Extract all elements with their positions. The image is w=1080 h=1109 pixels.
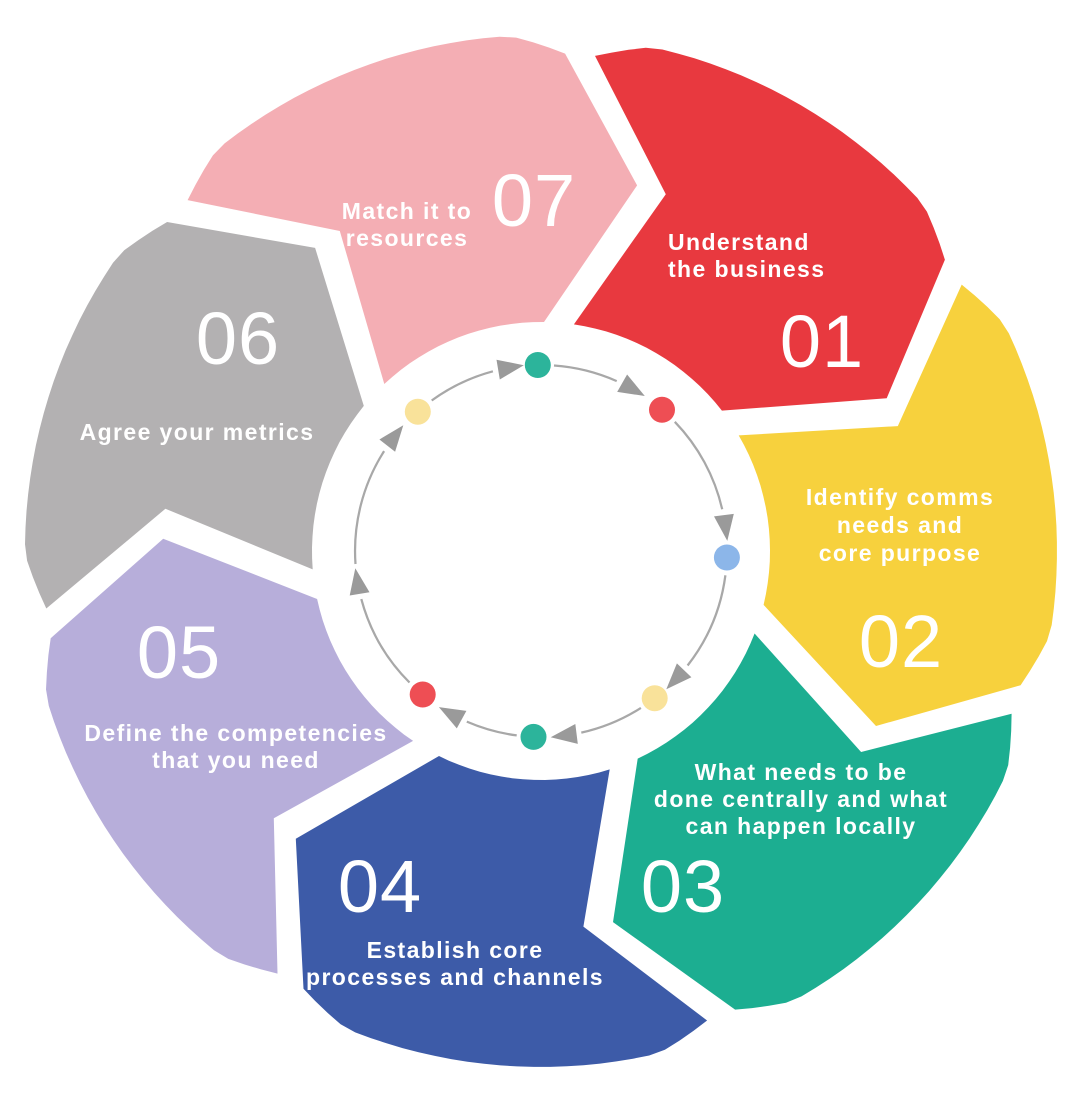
segment-07-number: 07 — [492, 159, 576, 242]
center-cycle-ring — [349, 352, 740, 750]
segment-07-label-line: resources — [346, 225, 469, 251]
ring-arc — [581, 706, 642, 734]
segment-01-label-line: Understand — [668, 229, 810, 255]
segment-07 — [187, 36, 638, 384]
segment-03 — [613, 633, 1012, 1010]
ring-dot — [520, 723, 547, 750]
segment-02 — [738, 284, 1057, 726]
segment-05-label-line: Define the competencies — [84, 720, 387, 746]
segment-04-label-line: Establish core — [367, 937, 544, 963]
segment-05-number: 05 — [137, 611, 221, 694]
segment-06-number: 06 — [196, 297, 280, 380]
segment-03-shape — [613, 633, 1012, 1010]
segments-ring — [25, 36, 1057, 1067]
segment-01 — [573, 47, 945, 411]
segment-05-shape — [46, 538, 414, 974]
ring-dot — [404, 398, 431, 425]
clockwise-arrowhead-icon — [714, 513, 734, 541]
segment-01-label-line: the business — [668, 256, 825, 282]
clockwise-arrowhead-icon — [666, 663, 692, 690]
ring-dot — [713, 544, 740, 571]
segment-02-number: 02 — [859, 600, 943, 683]
clockwise-arrowhead-icon — [379, 425, 404, 452]
ring-arc — [431, 370, 494, 402]
segment-03-label-line: can happen locally — [686, 813, 917, 839]
ring-arc — [553, 364, 618, 383]
ring-dot — [409, 681, 436, 708]
clockwise-arrowhead-icon — [349, 568, 370, 596]
clockwise-arrowhead-icon — [438, 707, 467, 729]
segment-03-label-line: done centrally and what — [654, 786, 948, 812]
ring-arc — [360, 598, 411, 684]
segment-04-shape — [295, 756, 708, 1067]
clockwise-arrowhead-icon — [550, 724, 578, 744]
segment-02-label-line: Identify comms — [806, 484, 994, 510]
segment-01-shape — [573, 47, 945, 411]
ring-dot — [641, 685, 668, 712]
segment-07-shape — [187, 36, 638, 384]
clockwise-arrowhead-icon — [496, 359, 524, 380]
ring-dot — [649, 396, 675, 423]
clockwise-arrowhead-icon — [617, 374, 645, 396]
segment-03-number: 03 — [641, 845, 725, 928]
ring-dot — [524, 352, 551, 378]
segment-06 — [25, 222, 364, 609]
segment-01-number: 01 — [780, 300, 864, 383]
segment-04 — [295, 756, 708, 1067]
segment-02-label-line: needs and — [837, 512, 963, 538]
segment-06-label-line: Agree your metrics — [80, 419, 315, 445]
segment-04-number: 04 — [338, 845, 422, 928]
ring-arc — [673, 421, 724, 510]
segment-02-label-line: core purpose — [819, 540, 982, 566]
segment-02-shape — [738, 284, 1057, 726]
segment-07-label-line: Match it to — [342, 198, 472, 224]
segment-05 — [46, 538, 414, 974]
segment-04-label-line: processes and channels — [306, 964, 604, 990]
segment-03-label-line: What needs to be — [695, 759, 908, 785]
ring-arc — [466, 720, 517, 737]
segment-05-label-line: that you need — [152, 747, 320, 773]
ring-arc — [353, 450, 386, 565]
ring-arc — [686, 575, 727, 667]
segment-06-shape — [25, 222, 364, 609]
